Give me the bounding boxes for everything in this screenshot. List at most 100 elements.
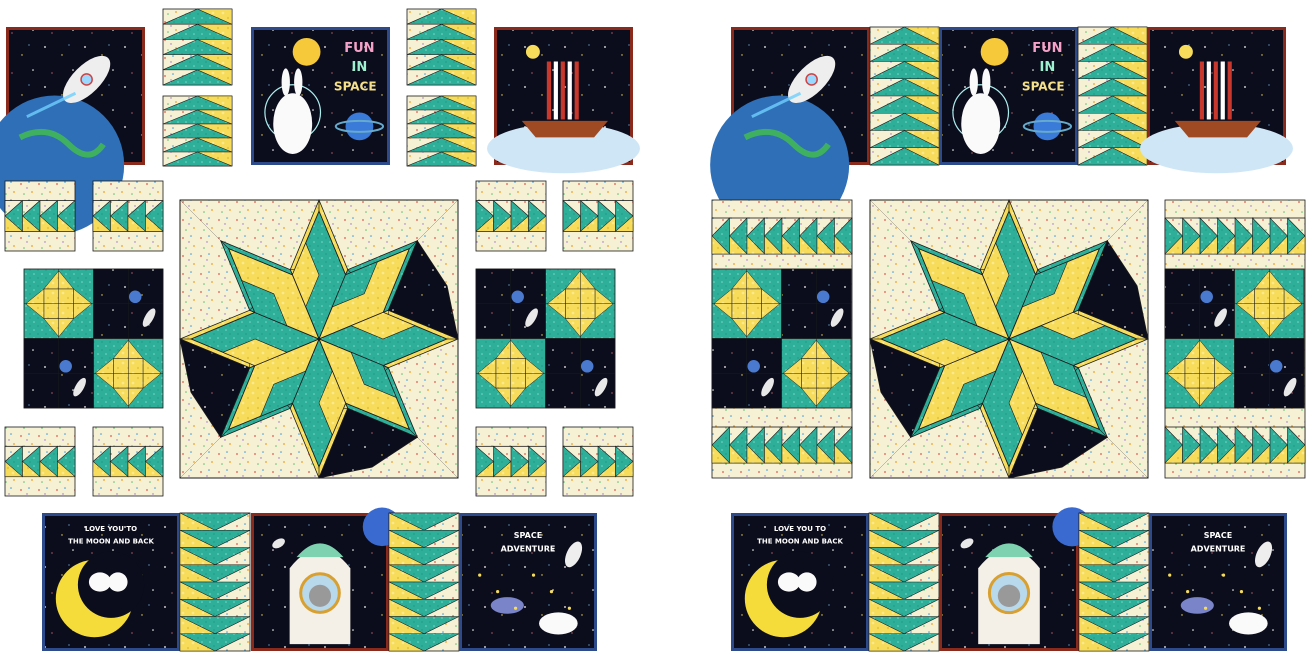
bunny-icon xyxy=(1229,612,1268,634)
cat-icon xyxy=(309,585,331,607)
left-fun-in-space-panel: FUN IN SPACE xyxy=(251,27,390,165)
left-cat-rocket-panel xyxy=(251,507,401,651)
right-right-geese-bottom xyxy=(1165,427,1305,463)
star-icon xyxy=(1168,574,1171,577)
geese-strip xyxy=(476,201,546,232)
bunny-ear xyxy=(294,68,302,96)
sail-stripe xyxy=(561,62,565,120)
left-geese-tile-4 xyxy=(93,427,163,496)
bunny-icon xyxy=(108,572,127,591)
panel-title-line2: ADVENTURE xyxy=(501,545,556,554)
panel-title-line3: SPACE xyxy=(334,79,377,93)
star-icon xyxy=(1204,607,1207,610)
rocket-window xyxy=(81,74,92,85)
right-star-block-left xyxy=(712,269,851,408)
panel-title-line1: LOVE YOU TO xyxy=(85,525,137,533)
planet-icon xyxy=(981,38,1009,66)
star-icon xyxy=(568,607,571,610)
sail-stripe xyxy=(547,62,551,120)
moon-icon xyxy=(526,45,540,59)
right-left-geese-bottom xyxy=(712,427,852,463)
right-top-geese-2 xyxy=(1078,27,1147,165)
ship-icon xyxy=(1175,121,1261,138)
sail-stripe xyxy=(575,62,579,120)
left-star-block xyxy=(24,269,163,408)
sail-stripe xyxy=(1214,62,1218,120)
star-icon xyxy=(550,590,553,593)
planet-icon xyxy=(581,360,594,373)
bunny-icon xyxy=(89,572,111,591)
panel-title-line1: FUN xyxy=(1032,41,1062,56)
geese-strip xyxy=(93,446,163,476)
panel-title-line1: SPACE xyxy=(1204,531,1232,540)
star-icon xyxy=(1240,590,1243,593)
right-bottom-geese-1 xyxy=(869,513,939,651)
bunny-icon xyxy=(961,93,1000,154)
panel-title-line2: IN xyxy=(352,60,368,75)
panel-title-line2: ADVENTURE xyxy=(1191,545,1246,554)
sail-stripe xyxy=(1221,62,1225,120)
mouse-icon xyxy=(491,597,524,614)
bunny-ear xyxy=(970,68,978,96)
bunny-ear xyxy=(982,68,990,96)
left-top-geese-1 xyxy=(163,9,232,85)
moon-icon xyxy=(1179,45,1193,59)
bunny-ear xyxy=(282,68,290,96)
right-bottom-geese-2 xyxy=(1079,513,1149,651)
bunny-icon xyxy=(273,93,312,154)
planet-icon xyxy=(59,360,72,373)
ship-icon xyxy=(522,121,608,138)
geese-strip xyxy=(563,201,633,232)
left-geese-tile-5 xyxy=(476,181,546,251)
right-cat-rocket-panel xyxy=(939,507,1092,651)
left-moon-panel: LOVE YOU TOTHE MOON AND BACK xyxy=(42,513,180,651)
left-ship-panel xyxy=(487,27,640,173)
mouse-icon xyxy=(1181,597,1214,614)
planet-icon xyxy=(1200,291,1213,304)
left-bottom-geese-1 xyxy=(180,513,250,651)
star-center-dot xyxy=(1008,338,1011,341)
sail-stripe xyxy=(554,62,558,120)
right-star-block-right xyxy=(1165,269,1304,408)
geese-strip xyxy=(5,201,75,232)
star-icon xyxy=(1258,607,1261,610)
star-icon xyxy=(496,590,499,593)
star-icon xyxy=(532,574,535,577)
left-adventure-panel: SPACE ADVENTURE xyxy=(459,513,597,651)
right-adventure-panel: SPACE ADVENTURE xyxy=(1149,513,1287,651)
right-ship-panel xyxy=(1140,27,1293,173)
left-bottom-geese-2 xyxy=(389,513,459,651)
star-icon xyxy=(1186,590,1189,593)
left-geese-tile-8 xyxy=(563,427,633,496)
geese-strip xyxy=(5,446,75,476)
left-geese-tile-1 xyxy=(5,181,75,251)
sail-stripe xyxy=(1200,62,1204,120)
planet-icon xyxy=(817,291,830,304)
star-icon xyxy=(478,574,481,577)
planet-icon xyxy=(1034,112,1062,140)
planet-icon xyxy=(511,291,524,304)
left-geese-tile-2 xyxy=(93,181,163,251)
right-top-geese-1 xyxy=(870,27,939,165)
planet-icon xyxy=(747,360,760,373)
right-right-geese-top xyxy=(1165,218,1305,254)
left-lone-star-block xyxy=(180,200,458,478)
panel-title-line1: LOVE YOU TO xyxy=(774,525,826,533)
star-icon xyxy=(514,607,517,610)
panel-title-line1: FUN xyxy=(344,41,374,56)
panel-title-line1: SPACE xyxy=(514,531,542,540)
panel-title-line3: SPACE xyxy=(1022,79,1065,93)
panel-title-line2: IN xyxy=(1040,60,1056,75)
star-icon xyxy=(1222,574,1225,577)
cat-icon xyxy=(998,585,1020,607)
left-geese-tile-7 xyxy=(476,427,546,496)
left-top-geese-2 xyxy=(163,96,232,166)
left-star-block-right xyxy=(476,269,615,408)
bunny-icon xyxy=(539,612,578,634)
sail-stripe xyxy=(1228,62,1232,120)
planet-icon xyxy=(129,291,142,304)
left-geese-tile-6 xyxy=(563,181,633,251)
geese-strip xyxy=(476,446,546,476)
